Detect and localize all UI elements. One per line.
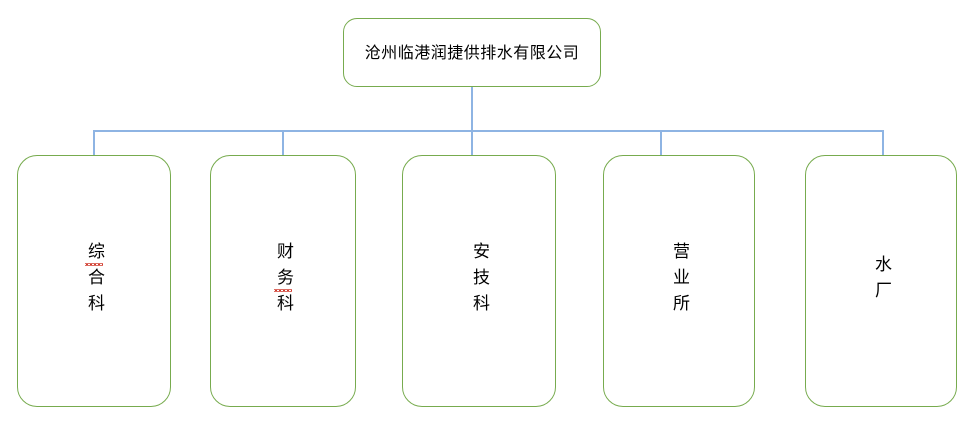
org-node-shuichang[interactable]: 水厂 xyxy=(805,155,957,407)
connector-horizontal-bus xyxy=(93,130,883,132)
connector-drop-5 xyxy=(882,130,884,156)
org-node-yingye-suo-label: 营业所 xyxy=(669,242,689,320)
connector-drop-1 xyxy=(93,130,95,156)
org-node-company-label: 沧州临港润捷供排水有限公司 xyxy=(364,42,580,62)
connector-drop-4 xyxy=(660,130,662,156)
org-node-zonghe-ke[interactable]: 综合科 xyxy=(17,155,171,407)
org-node-caiwu-ke[interactable]: 财务科 xyxy=(210,155,356,407)
org-node-yingye-suo[interactable]: 营业所 xyxy=(603,155,755,407)
connector-root-stem xyxy=(471,86,473,131)
connector-drop-2 xyxy=(282,130,284,156)
org-node-anji-ke-label: 安技科 xyxy=(469,242,489,320)
org-node-zonghe-ke-label: 综合科 xyxy=(81,242,107,320)
org-node-shuichang-label: 水厂 xyxy=(871,255,891,307)
org-node-anji-ke[interactable]: 安技科 xyxy=(402,155,556,407)
org-node-caiwu-ke-label: 财务科 xyxy=(270,242,296,320)
connector-drop-3 xyxy=(471,130,473,156)
org-node-company[interactable]: 沧州临港润捷供排水有限公司 xyxy=(343,18,601,87)
